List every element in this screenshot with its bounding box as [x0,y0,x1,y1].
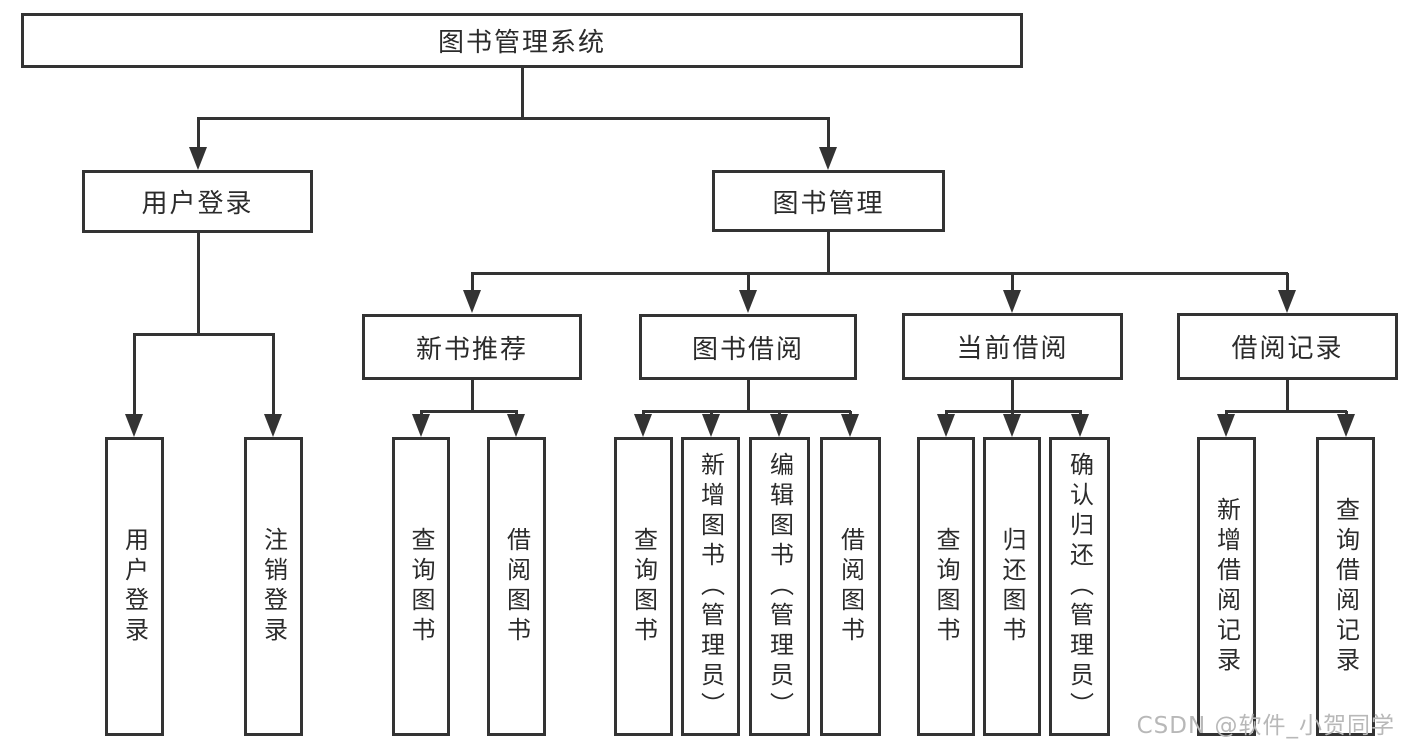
node-new-book-recommendation: 新书推荐 [362,314,582,380]
connector-drop-current-borrowing [1010,273,1014,293]
node-new-book-recommendation-label: 新书推荐 [415,334,528,365]
leaf-borrowing-query-books-label: 查询图书 [629,526,658,647]
arrow-down-icon [1003,414,1021,437]
arrow-down-icon [702,414,720,437]
connector-drop-book-management [826,118,830,158]
leaf-records-add-record-label: 新增借阅记录 [1212,496,1241,677]
node-library-system: 图书管理系统 [21,13,1023,68]
leaf-records-query-record: 查询借阅记录 [1316,437,1375,736]
leaf-recommend-query-books-label: 查询图书 [407,526,435,647]
leaf-logout: 注销登录 [244,437,303,736]
node-book-borrowing: 图书借阅 [639,314,857,380]
leaf-current-return-books: 归还图书 [983,437,1041,736]
connector-stem-borrowing-records [1285,380,1289,411]
connector-branch-level1 [196,116,830,120]
connector-drop-book-borrowing [746,273,750,293]
leaf-borrowing-edit-books-admin: 编辑图书（管理员） [749,437,810,736]
node-user-login: 用户登录 [82,170,313,233]
node-book-management: 图书管理 [712,170,945,232]
connector-stem-new-book-recommendation [470,380,474,411]
node-borrowing-records: 借阅记录 [1177,313,1398,380]
node-library-system-label: 图书管理系统 [437,28,606,58]
arrow-down-icon [1071,414,1089,437]
arrow-down-icon [125,414,143,437]
connector-drop-user-login [196,118,200,158]
node-book-borrowing-label: 图书借阅 [691,334,804,365]
arrow-down-icon [1003,290,1021,313]
arrow-down-icon [1278,290,1296,313]
connector-stem-root [520,68,524,119]
connector-branch-new-book-recommendation [419,409,518,413]
leaf-current-confirm-return-admin-label: 确认归还（管理员） [1065,451,1094,722]
csdn-watermark: CSDN @软件_小贺同学 [1136,713,1395,739]
arrow-down-icon [1337,414,1355,437]
node-borrowing-records-label: 借阅记录 [1231,334,1344,364]
connector-stem-current-borrowing [1010,380,1014,411]
leaf-recommend-borrow-books: 借阅图书 [487,437,546,736]
node-current-borrowing-label: 当前借阅 [956,334,1069,364]
leaf-current-return-books-label: 归还图书 [998,526,1026,647]
arrow-down-icon [1217,414,1235,437]
connector-branch-book-management [470,271,1288,275]
connector-drop-new-book-recommendation [470,273,474,293]
arrow-down-icon [841,414,859,437]
arrow-down-icon [264,414,282,437]
node-user-login-label: 用户登录 [141,189,254,219]
node-current-borrowing: 当前借阅 [902,313,1123,380]
leaf-user-login: 用户登录 [105,437,164,736]
connector-drop-borrowing-records [1285,273,1289,293]
arrow-down-icon [189,147,207,170]
connector-branch-user-login [133,332,275,336]
arrow-down-icon [819,147,837,170]
connector-drop-leaf-logout [272,334,275,419]
leaf-user-login-label: 用户登录 [120,526,149,647]
connector-stem-user-login [196,233,200,334]
arrow-down-icon [770,414,788,437]
leaf-borrowing-edit-books-admin-label: 编辑图书（管理员） [765,451,794,722]
leaf-borrowing-query-books: 查询图书 [614,437,673,736]
leaf-borrowing-borrow-books: 借阅图书 [820,437,881,736]
connector-stem-book-management [826,232,830,273]
leaf-current-query-books-label: 查询图书 [932,526,960,647]
arrow-down-icon [412,414,430,437]
leaf-records-query-record-label: 查询借阅记录 [1331,496,1360,677]
connector-branch-borrowing-records [1224,409,1347,413]
arrow-down-icon [634,414,652,437]
connector-stem-book-borrowing [746,380,750,411]
connector-drop-leaf-user-login [133,334,136,419]
arrow-down-icon [937,414,955,437]
arrow-down-icon [739,290,757,313]
leaf-current-query-books: 查询图书 [917,437,975,736]
leaf-borrowing-borrow-books-label: 借阅图书 [836,526,865,647]
leaf-current-confirm-return-admin: 确认归还（管理员） [1049,437,1110,736]
arrow-down-icon [463,290,481,313]
leaf-borrowing-add-books-admin-label: 新增图书（管理员） [696,451,725,722]
leaf-records-add-record: 新增借阅记录 [1197,437,1256,736]
leaf-recommend-borrow-books-label: 借阅图书 [502,526,531,647]
leaf-logout-label: 注销登录 [259,526,288,647]
arrow-down-icon [507,414,525,437]
leaf-recommend-query-books: 查询图书 [392,437,450,736]
connector-branch-book-borrowing [641,409,851,413]
leaf-borrowing-add-books-admin: 新增图书（管理员） [681,437,740,736]
node-book-management-label: 图书管理 [772,188,885,219]
